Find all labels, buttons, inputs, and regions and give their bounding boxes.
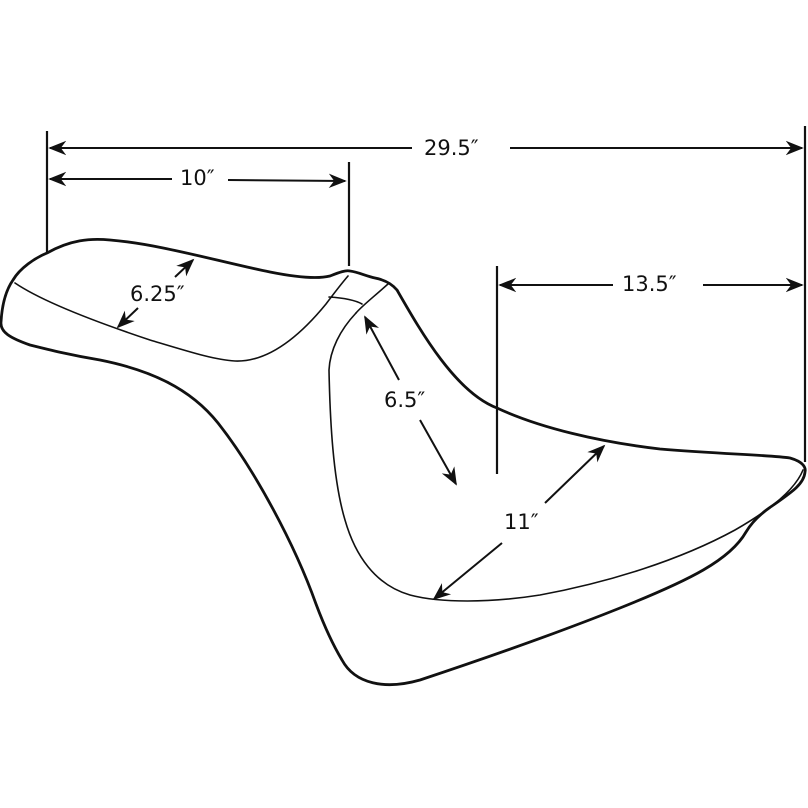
rear-section-length-label: 13.5″ xyxy=(618,272,681,296)
passenger-width-label: 6.25″ xyxy=(126,282,189,306)
driver-seat-length-label: 10″ xyxy=(176,166,219,190)
driver-seat-width-label: 11″ xyxy=(500,510,543,534)
seat-outline xyxy=(0,237,807,687)
dimension-lines xyxy=(48,140,804,601)
extension-lines xyxy=(45,126,807,474)
backrest-height-label: 6.5″ xyxy=(380,388,430,412)
overall-length-label: 29.5″ xyxy=(420,136,483,160)
